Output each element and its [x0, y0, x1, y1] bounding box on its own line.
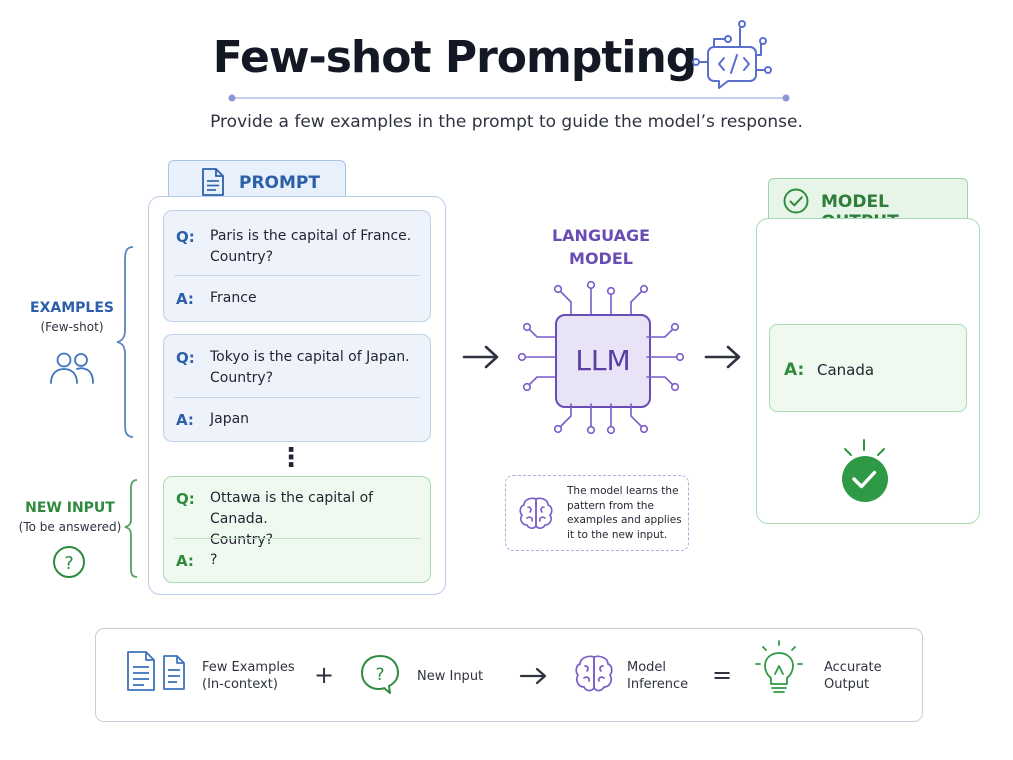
page-subtitle: Provide a few examples in the prompt to …	[210, 112, 803, 132]
a-marker: A:	[176, 552, 194, 570]
answer-text: France	[210, 290, 257, 306]
page-title-wrap: Few-shot Prompting	[0, 26, 1013, 90]
document-icon	[202, 168, 224, 196]
svg-text:?: ?	[64, 553, 74, 574]
output-answer: Canada	[817, 361, 875, 379]
question-line: Country?	[210, 532, 274, 548]
ellipsis: ⋮	[278, 443, 304, 473]
q-marker: Q:	[176, 349, 195, 367]
legend-model-inference: Model Inference	[627, 659, 688, 693]
model-output-tab: MODEL OUTPUT	[768, 178, 968, 232]
note-line: examples and applies	[567, 514, 682, 526]
new-input-card: Q: Ottawa is the capital of Canada. Coun…	[163, 476, 431, 583]
note-line: pattern from the	[567, 499, 654, 512]
prompt-tab-label: PROMPT	[239, 173, 320, 193]
question-line: Country?	[210, 370, 274, 386]
legend-text-line: Model	[627, 660, 667, 675]
legend-equals: =	[712, 661, 733, 689]
question-line: Paris is the capital of France.	[210, 228, 412, 244]
output-answer-card: A: Canada	[769, 324, 967, 412]
question-circle-icon: ?	[53, 546, 85, 578]
card-divider	[174, 538, 420, 539]
arrow-right-icon	[704, 345, 741, 369]
a-marker: A:	[176, 411, 194, 429]
new-input-bracket	[124, 479, 138, 578]
example-card-2: Q: Tokyo is the capital of Japan. Countr…	[163, 334, 431, 442]
legend-text-line: Output	[824, 677, 870, 692]
question-line: Ottawa is the capital of Canada.	[210, 490, 374, 527]
users-icon	[50, 352, 94, 384]
a-marker: A:	[176, 290, 194, 308]
brain-icon	[519, 497, 553, 529]
prompt-tab: PROMPT	[168, 160, 346, 199]
legend-accurate-output: Accurate Output	[824, 659, 882, 693]
legend-text-line: Accurate	[824, 660, 882, 675]
new-input-sublabel: (To be answered)	[18, 520, 122, 534]
output-a-marker: A:	[784, 360, 805, 380]
question-line: Tokyo is the capital of Japan.	[210, 349, 410, 365]
legend-few-examples: Few Examples (In-context)	[202, 659, 295, 693]
llm-chip-label: LLM	[575, 344, 631, 377]
example-card-1: Q: Paris is the capital of France. Count…	[163, 210, 431, 322]
llm-chip: LLM	[555, 314, 651, 408]
question-line: Country?	[210, 249, 274, 265]
card-divider	[174, 275, 420, 276]
legend-text-line: (In-context)	[202, 677, 278, 692]
legend-new-input: New Input	[417, 669, 484, 684]
language-model-title-line: MODEL	[569, 249, 633, 268]
arrow-right-icon	[462, 345, 499, 369]
model-note: The model learns the pattern from the ex…	[505, 475, 689, 551]
new-input-label: NEW INPUT	[25, 500, 115, 516]
card-divider	[174, 397, 420, 398]
legend-text-line: Few Examples	[202, 660, 295, 675]
legend-bar	[95, 628, 923, 722]
examples-label: EXAMPLES	[30, 300, 114, 316]
note-line: it to the new input.	[567, 528, 668, 541]
language-model-title-line: LANGUAGE	[551, 226, 651, 245]
title-divider	[228, 94, 790, 102]
examples-bracket	[116, 246, 134, 438]
page-title: Few-shot Prompting	[212, 32, 698, 83]
language-model-title: LANGUAGE MODEL	[520, 224, 682, 270]
examples-sublabel: (Few-shot)	[40, 320, 104, 334]
q-marker: Q:	[176, 490, 195, 508]
q-marker: Q:	[176, 228, 195, 246]
answer-text: Japan	[210, 411, 250, 427]
check-circle-icon	[783, 188, 809, 214]
legend-text-line: Inference	[627, 677, 689, 692]
legend-plus: +	[314, 661, 335, 689]
answer-text: ?	[210, 552, 218, 568]
note-line: The model learns the	[567, 485, 679, 497]
